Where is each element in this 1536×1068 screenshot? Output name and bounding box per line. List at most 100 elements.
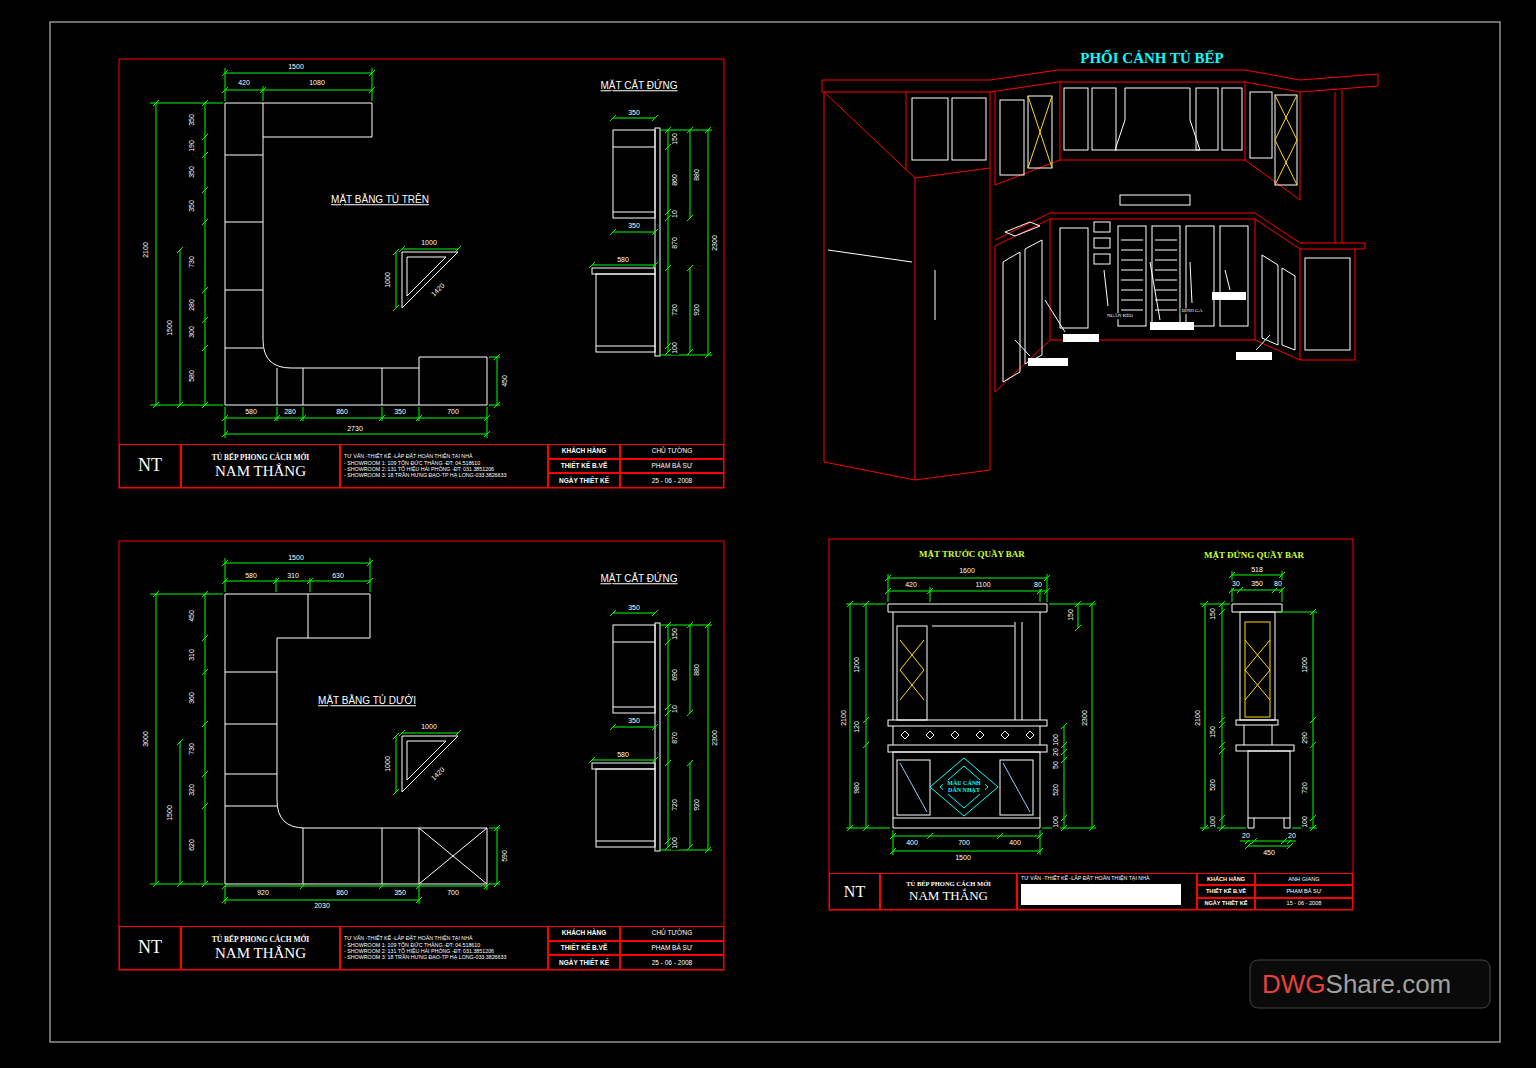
dimension-line	[202, 100, 208, 408]
dimension-text: 920	[693, 798, 701, 812]
title-block-cell: CHỦ TƯỜNG	[620, 444, 724, 459]
dimension-line	[225, 884, 487, 904]
title-block-cell: KHÁCH HÀNG	[1197, 873, 1255, 885]
title-block-text: KHÁCH HÀNG	[562, 447, 606, 455]
dimension-text: 2300	[711, 729, 719, 747]
title-block-text: TỦ BẾP PHONG CÁCH MỚI	[906, 880, 991, 888]
dimension-line	[888, 574, 1047, 602]
cabinet-plan	[225, 103, 487, 405]
dimension-text: 580	[188, 369, 196, 383]
cabinet-section	[596, 346, 655, 347]
dimension-text: 450	[188, 609, 196, 623]
dimension-text: 1500	[287, 63, 305, 71]
title-block-text: NT	[844, 882, 865, 901]
dimension-text: 1100	[974, 581, 991, 589]
dimension-text: 1080	[308, 79, 326, 87]
dimension-line	[393, 246, 461, 311]
dimension-text: 420	[904, 581, 918, 589]
dimension-text: 150	[1209, 725, 1217, 739]
title-block-text: KHÁCH HÀNG	[562, 929, 606, 937]
dimension-text: 2100	[840, 709, 848, 727]
dimension-text: 350	[627, 109, 641, 117]
glass-pattern	[900, 622, 1270, 717]
bar-counter	[897, 626, 927, 720]
view-title: MẶT CẮT ĐỨNG	[599, 80, 678, 92]
title-block-text: NAM THẮNG	[215, 462, 306, 480]
dimension-text: 1000	[384, 755, 392, 773]
dimension-line	[1202, 601, 1225, 831]
bar-counter	[1236, 745, 1294, 751]
title-block-text: KHÁCH HÀNG	[1207, 876, 1245, 883]
dimension-text: 350	[393, 408, 407, 416]
bar-counter	[888, 720, 1047, 726]
dimension-text: 80	[1273, 580, 1283, 588]
cabinet-section	[592, 128, 660, 356]
title-block-cell: NT	[829, 873, 880, 910]
dimension-line	[1245, 838, 1293, 849]
title-block-text: TƯ VẤN -THIẾT KẾ -LẮP ĐẶT HOÀN THIỆN TẠI…	[1021, 875, 1150, 881]
dimension-text: 20	[1287, 832, 1297, 840]
callout-text: NGĂN KÉO	[1106, 313, 1134, 319]
dimension-text: 310	[188, 648, 196, 662]
cabinet-plan	[225, 103, 419, 405]
dimension-line	[150, 558, 500, 904]
door-panel	[930, 758, 998, 816]
dimension-line	[222, 560, 373, 584]
dimension-line	[846, 571, 1317, 855]
cabinet-plan	[225, 103, 487, 405]
title-block-text: 25 - 06 - 2008	[652, 477, 692, 485]
dimension-text: 860	[335, 889, 349, 897]
cabinet-door	[1222, 88, 1242, 150]
title-block-text: NGÀY THIẾT KẾ	[559, 477, 609, 485]
dimension-line	[489, 354, 500, 408]
dimension-text: 880	[693, 663, 701, 677]
dimension-text: 320	[188, 783, 196, 797]
dimension-text: 50	[1052, 760, 1060, 770]
dimension-text: 1000	[420, 239, 438, 247]
view-title: MẶT CẮT ĐỨNG	[599, 573, 678, 585]
cabinet-door	[828, 88, 1350, 382]
dimension-text: 980	[853, 781, 861, 795]
dimension-text: 150	[1209, 607, 1217, 621]
sheet-frame	[119, 59, 724, 488]
dimension-text: 860	[335, 408, 349, 416]
dimension-text: 720	[671, 303, 679, 317]
cabinet-door	[1196, 88, 1218, 150]
dimension-line	[225, 558, 370, 592]
title-block-text: THIẾT KẾ B.VẼ	[1206, 888, 1246, 895]
cabinet-door	[1305, 258, 1350, 350]
dimension-text: 150	[671, 132, 679, 146]
kitchen-perspective	[824, 92, 990, 480]
dimension-line	[489, 825, 500, 887]
dimension-text: 420	[237, 79, 251, 87]
dimension-text: 10	[671, 704, 679, 714]
dimension-text: 10	[671, 209, 679, 219]
title-block-text: NAM THẮNG	[909, 888, 988, 904]
title-block-cell: 15 - 06 - 2008	[1255, 898, 1353, 910]
callout-box	[1212, 292, 1246, 300]
cabinet-section	[592, 268, 655, 274]
dimension-text: 700	[446, 889, 460, 897]
dimension-text: 730	[188, 255, 196, 269]
watermark-box	[1250, 960, 1490, 1008]
dimension-text: 350	[627, 604, 641, 612]
dimension-line	[222, 70, 375, 93]
watermark: DWG	[1262, 970, 1326, 1000]
title-block-cell: NGÀY THIẾT KẾ	[548, 955, 620, 970]
dimension-text: 400	[1008, 839, 1022, 847]
dimension-line	[222, 883, 490, 903]
dimension-text: 700	[446, 408, 460, 416]
sheet-frame	[119, 541, 724, 970]
title-block-text: PHẠM BÁ SỰ	[1286, 888, 1321, 895]
dimension-line	[150, 103, 223, 405]
bar-counter	[1232, 604, 1282, 612]
title-block-text: - SHOWROOM 2: 131 TÔ HIỆU HẢI PHÒNG -ĐT:…	[344, 466, 494, 472]
dimension-text: 450	[1262, 849, 1276, 857]
title-block-cell: TƯ VẤN -THIẾT KẾ -LẮP ĐẶT HOÀN THIỆN TẠI…	[1017, 873, 1197, 910]
title-block-cell: 25 - 06 - 2008	[620, 473, 724, 488]
dimension-text: 1200	[853, 656, 861, 674]
perspective-title: PHỐI CẢNH TỦ BẾP	[1079, 50, 1225, 67]
door-panel	[930, 758, 998, 816]
dimension-line	[589, 115, 712, 358]
cabinet-door	[1094, 254, 1110, 264]
